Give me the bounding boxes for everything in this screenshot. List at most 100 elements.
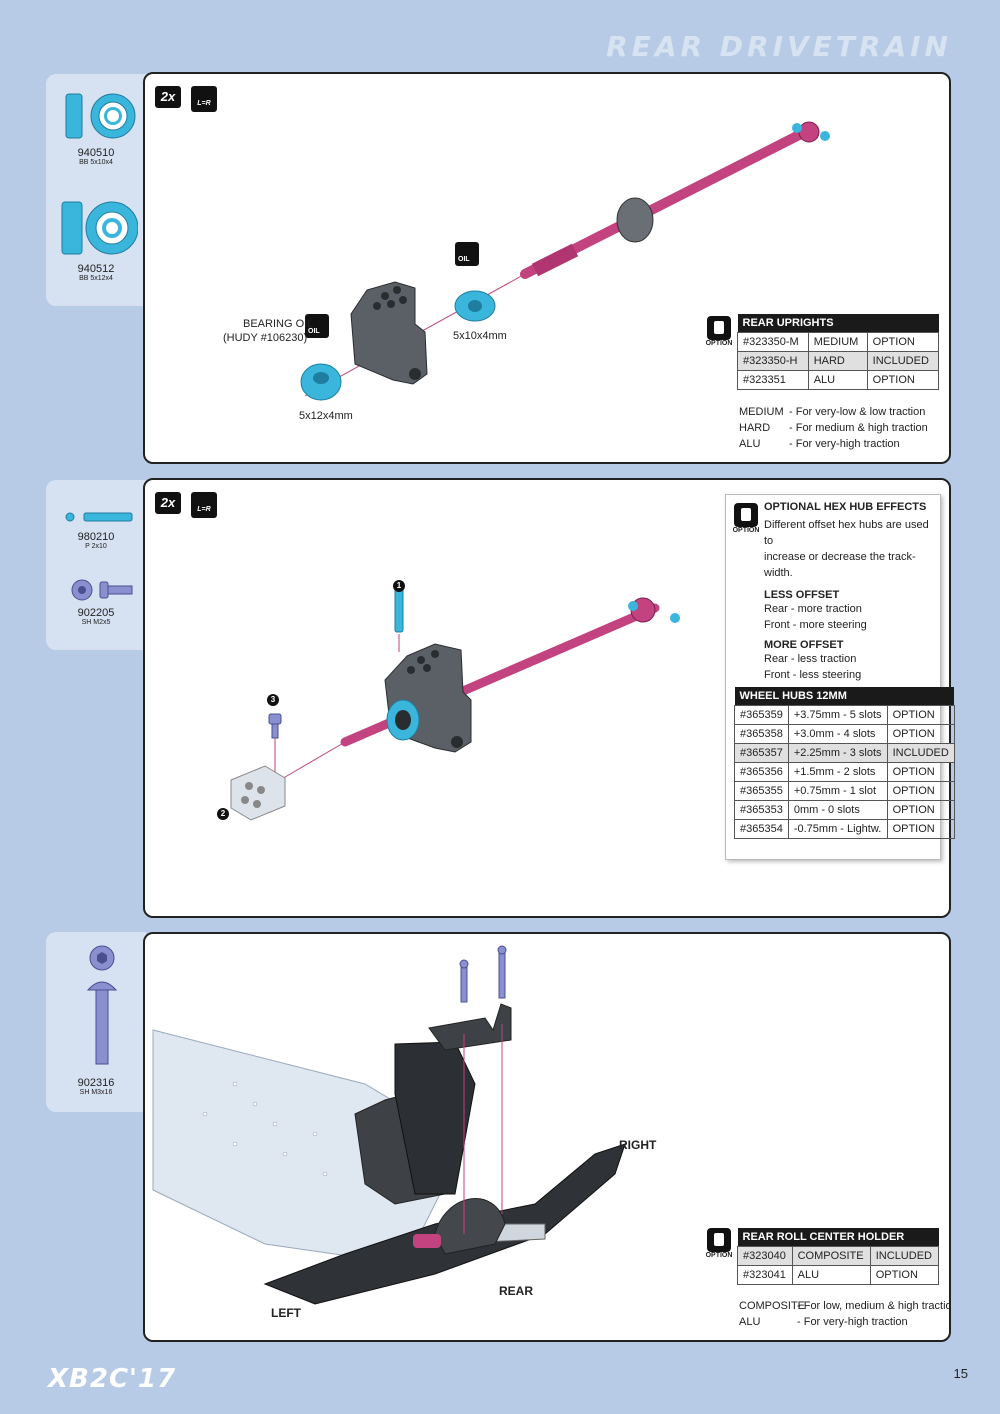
note-value: - For very-low & low traction bbox=[789, 406, 926, 418]
part-number: 902316 bbox=[77, 1077, 115, 1089]
hex-hub-effects-box: OPTION OPTIONAL HEX HUB EFFECTS Differen… bbox=[725, 494, 955, 860]
traction-notes: COMPOSITE- For low, medium & high tracti… bbox=[739, 1298, 951, 1330]
hex-desc-2: increase or decrease the track-width. bbox=[764, 551, 916, 579]
cell: INCLUDED bbox=[869, 1246, 940, 1266]
cell: #365358 bbox=[734, 724, 789, 744]
part-902316: 902316 SH M3x16 bbox=[46, 944, 146, 1096]
part-desc: BB 5x10x4 bbox=[79, 159, 113, 166]
cell: #323351 bbox=[737, 370, 809, 390]
option-label: OPTION bbox=[705, 340, 733, 347]
part-number: 902205 bbox=[77, 607, 115, 619]
bearing-5x10x4-label: 5x10x4mm bbox=[453, 330, 507, 342]
step-number-2: 2 bbox=[217, 808, 229, 820]
note-key: HARD bbox=[739, 422, 771, 434]
hex-title: OPTIONAL HEX HUB EFFECTS bbox=[764, 501, 927, 513]
note-value: - For medium & high traction bbox=[789, 422, 928, 434]
thumbs-up-icon bbox=[707, 1228, 731, 1252]
cell: #323040 bbox=[737, 1246, 793, 1266]
part-desc: SH M2x5 bbox=[81, 619, 111, 626]
cell: OPTION bbox=[869, 1265, 940, 1285]
cell: INCLUDED bbox=[886, 743, 955, 763]
note-key: ALU bbox=[739, 1316, 761, 1328]
brand-logo: XB2C'17 bbox=[48, 1364, 177, 1394]
step-number-3: 3 bbox=[267, 694, 279, 706]
lr-label: L=R bbox=[197, 100, 211, 107]
hex-desc-1: Different offset hex hubs are used to bbox=[764, 519, 929, 547]
cell: #365359 bbox=[734, 705, 789, 725]
cell: #323041 bbox=[737, 1265, 793, 1285]
table-title: WHEEL HUBS 12MM bbox=[734, 687, 955, 706]
less-offset-2: Front - more steering bbox=[764, 619, 867, 631]
step-number-1: 1 bbox=[393, 580, 405, 592]
parts-panel-2 bbox=[46, 480, 146, 650]
part-desc: SH M3x16 bbox=[79, 1089, 113, 1096]
part-902205: 902205 SH M2x5 bbox=[46, 578, 146, 626]
cell: #365356 bbox=[734, 762, 789, 782]
option-label: OPTION bbox=[705, 1252, 733, 1259]
note-value: - For low, medium & high traction bbox=[797, 1300, 951, 1312]
cell: OPTION bbox=[886, 724, 955, 744]
option-label: OPTION bbox=[732, 527, 760, 534]
cell: #365354 bbox=[734, 819, 789, 839]
step-3-panel: RIGHT REAR LEFT OPTION REAR ROLL CENTER … bbox=[143, 932, 951, 1342]
part-number: 940510 bbox=[77, 147, 115, 159]
table-title: REAR UPRIGHTS bbox=[737, 314, 939, 333]
part-number: 940512 bbox=[77, 263, 115, 275]
cell: INCLUDED bbox=[866, 351, 940, 371]
cell: HARD bbox=[807, 351, 868, 371]
cell: OPTION bbox=[866, 370, 940, 390]
cell: #365353 bbox=[734, 800, 789, 820]
step-3-illustration bbox=[152, 945, 626, 1305]
table-row: #365354-0.75mm - Lightw.OPTION bbox=[734, 819, 955, 839]
screw-icon bbox=[86, 945, 118, 1065]
left-label: LEFT bbox=[271, 1306, 301, 1320]
hudy-label: (HUDY #106230) bbox=[223, 332, 308, 344]
cell: +2.25mm - 3 slots bbox=[787, 743, 888, 763]
page-number: 15 bbox=[953, 1366, 968, 1381]
cell: #323350-M bbox=[737, 332, 809, 352]
right-label: RIGHT bbox=[619, 1138, 657, 1152]
cell: #323350-H bbox=[737, 351, 809, 371]
cell: OPTION bbox=[886, 781, 955, 801]
cell: MEDIUM bbox=[807, 332, 868, 352]
cell: OPTION bbox=[886, 762, 955, 782]
page-title: REAR DRIVETRAIN bbox=[606, 30, 952, 63]
step-1-illustration bbox=[300, 121, 830, 401]
note-key: COMPOSITE bbox=[739, 1300, 806, 1312]
cell: +3.0mm - 4 slots bbox=[787, 724, 888, 744]
note-value: - For very-high traction bbox=[797, 1316, 908, 1328]
cell: OPTION bbox=[866, 332, 940, 352]
screw-icon bbox=[71, 579, 133, 601]
quantity-badge: 2x bbox=[155, 492, 181, 514]
more-offset-1: Rear - less traction bbox=[764, 653, 857, 665]
bearing-icon bbox=[65, 93, 136, 139]
cell: 0mm - 0 slots bbox=[787, 800, 888, 820]
part-940510: 940510 BB 5x10x4 bbox=[46, 90, 146, 166]
cell: ALU bbox=[791, 1265, 871, 1285]
part-number: 980210 bbox=[77, 531, 115, 543]
bearing-icon bbox=[61, 201, 139, 255]
note-value: - For very-high traction bbox=[789, 438, 900, 450]
less-offset-title: LESS OFFSET bbox=[764, 589, 840, 601]
oil-icon-left: OIL bbox=[308, 328, 320, 335]
left-equals-right-icon: L=R bbox=[191, 86, 217, 112]
part-desc: P 2x10 bbox=[85, 543, 107, 550]
thumbs-up-icon bbox=[734, 503, 758, 527]
part-desc: BB 5x12x4 bbox=[79, 275, 113, 282]
step-2-panel: 2x L=R 1 2 3 OPTION OPTIONAL HEX HUB EFF… bbox=[143, 478, 955, 918]
part-980210: 980210 P 2x10 bbox=[46, 508, 146, 550]
cell: #365355 bbox=[734, 781, 789, 801]
bearing-oil-label: BEARING OIL bbox=[243, 318, 314, 330]
more-offset-title: MORE OFFSET bbox=[764, 639, 844, 651]
